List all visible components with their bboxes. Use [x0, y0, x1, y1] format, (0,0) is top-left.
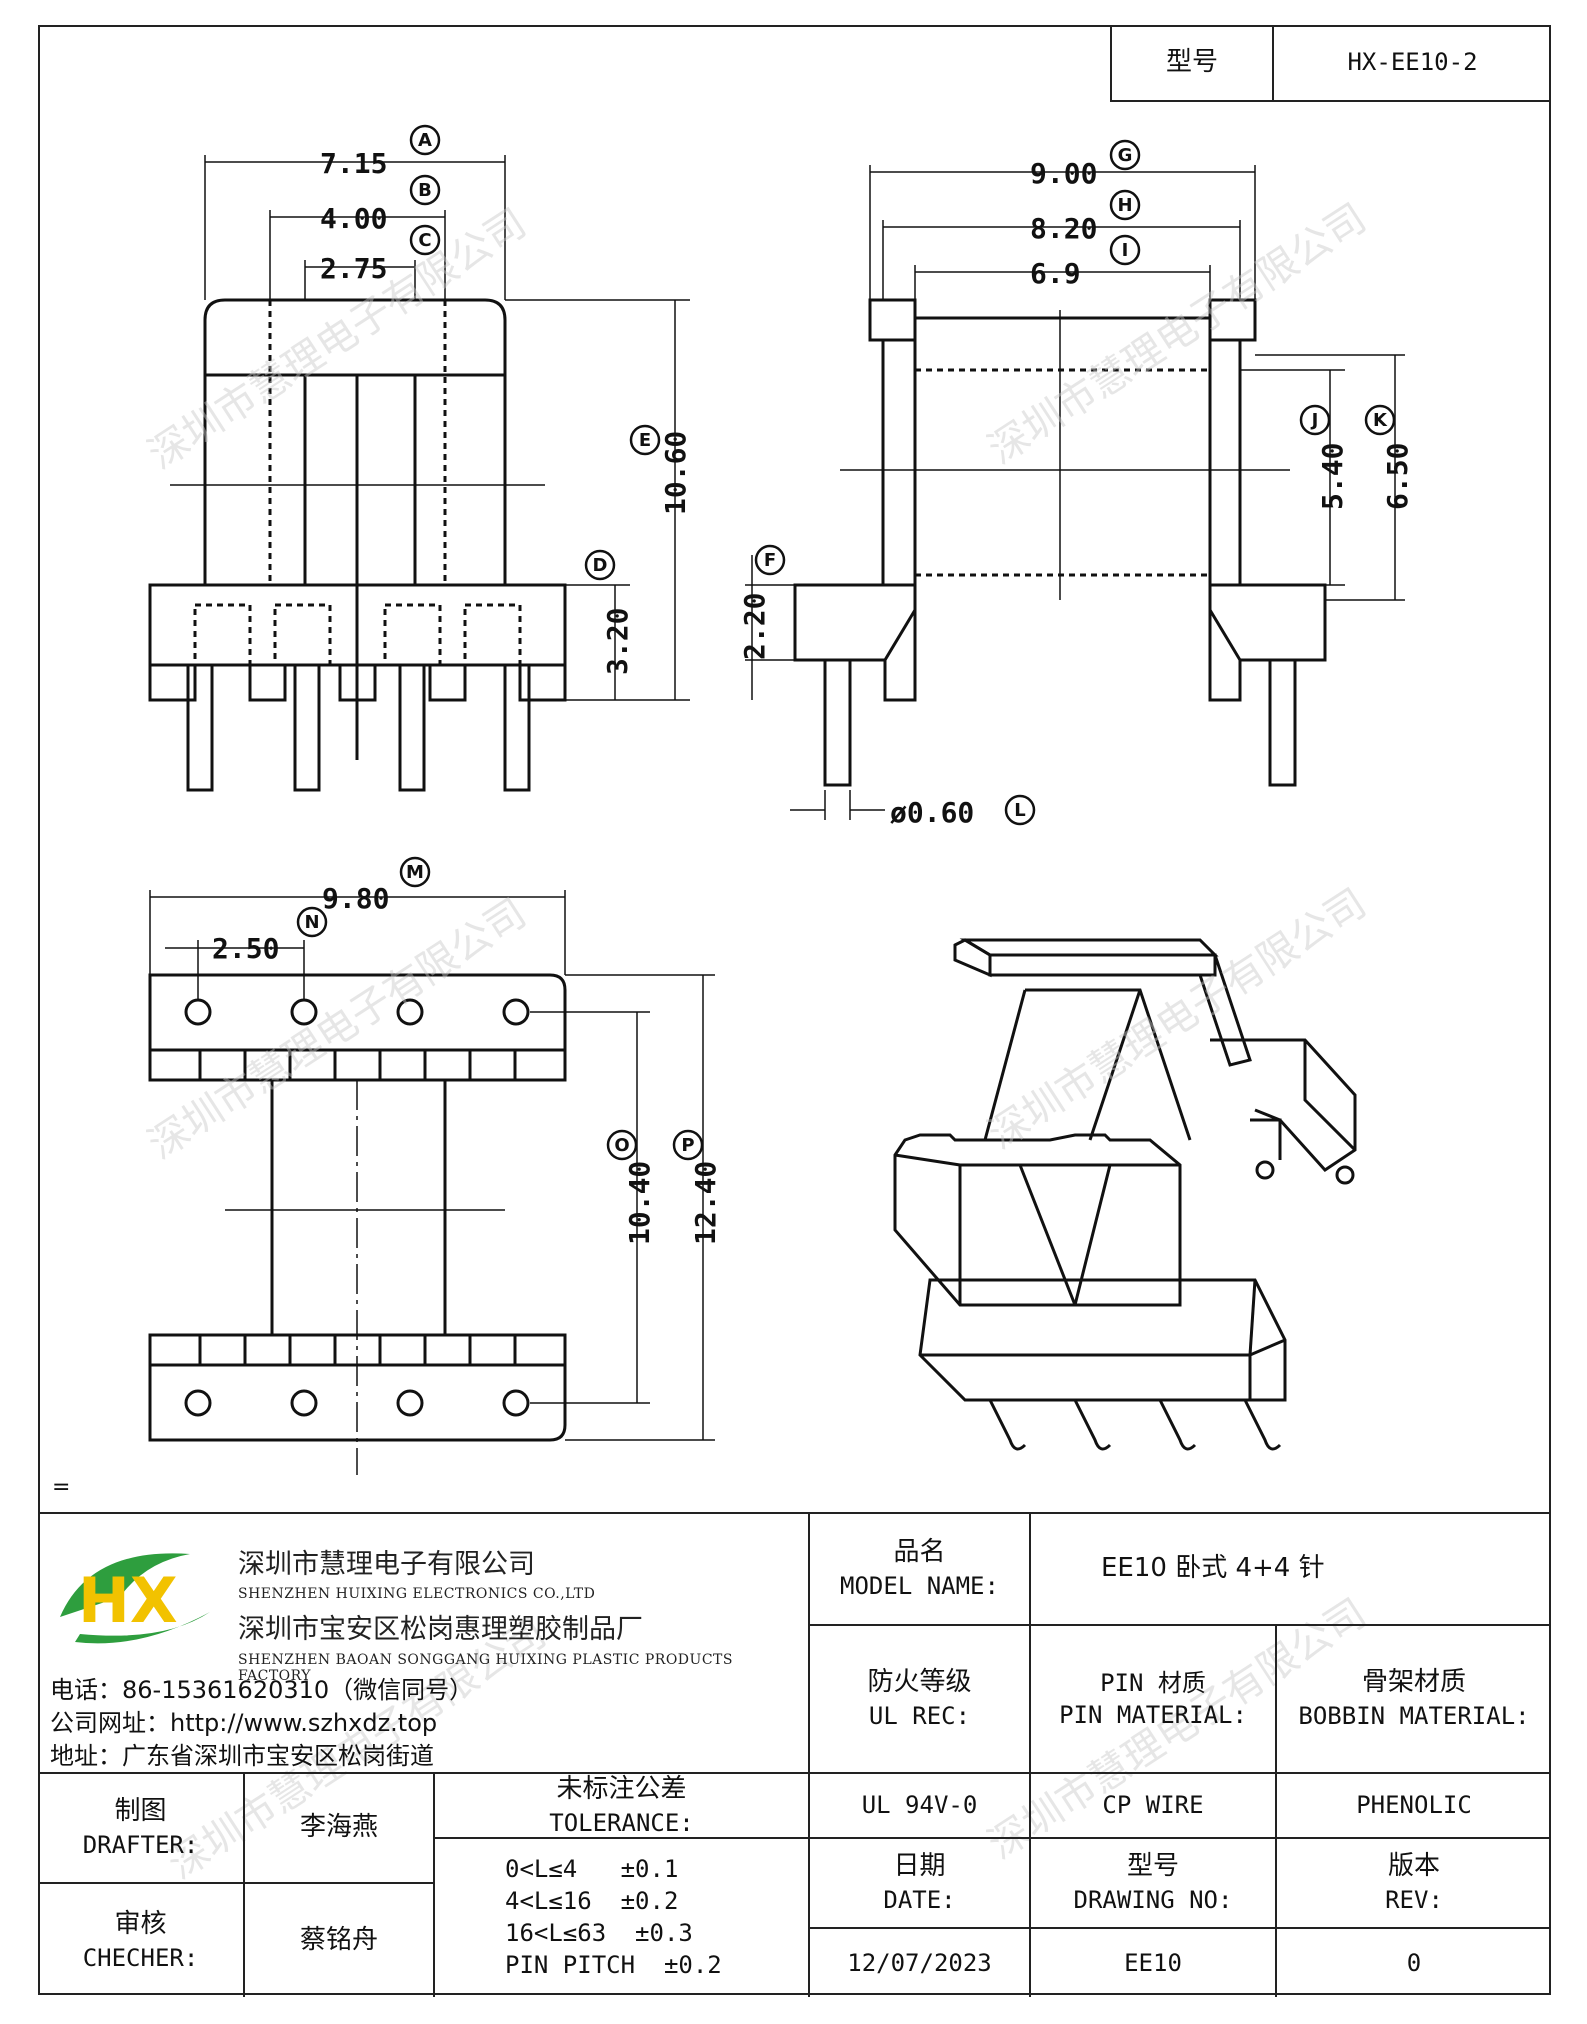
date-value: 12/07/2023 — [847, 1948, 992, 1977]
watermark-1: 深圳市慧理电子有限公司 — [140, 200, 534, 478]
tag-h: H — [1117, 195, 1132, 216]
tag-p: P — [681, 1135, 694, 1156]
separator-mark: = — [52, 1475, 71, 1500]
tag-o: O — [614, 1135, 629, 1156]
date-label-en: DATE: — [883, 1886, 956, 1915]
header-model-value: HX-EE10-2 — [1347, 48, 1478, 77]
drafter-label-cn: 制图 — [114, 1796, 167, 1827]
tolerance-label-en: TOLERANCE: — [549, 1808, 694, 1837]
tag-m: M — [406, 862, 424, 883]
dim-o-value: 10.40 — [623, 1161, 656, 1245]
tag-l: L — [1014, 800, 1025, 821]
drawing-frame — [38, 25, 1551, 1995]
dim-n-value: 2.50 — [212, 932, 279, 965]
logo-letters: HX — [78, 1564, 178, 1637]
tolerance-line-4: PIN PITCH ±0.2 — [505, 1951, 722, 1979]
tag-d: D — [593, 555, 608, 576]
bobbin-material-label-en: BOBBIN MATERIAL: — [1298, 1702, 1530, 1731]
drawing-no-value: EE10 — [1124, 1948, 1182, 1977]
pin-material-value: CP WIRE — [1102, 1791, 1204, 1820]
rev-label-en: REV: — [1385, 1886, 1443, 1915]
logo-swoosh-bottom — [75, 1612, 210, 1644]
tag-i: I — [1122, 240, 1129, 261]
tag-c: C — [418, 230, 431, 251]
tolerance-line-3: 16<L≤63 ±0.3 — [505, 1919, 693, 1947]
pin-material-label-en: PIN MATERIAL: — [1059, 1701, 1247, 1729]
isometric-view — [893, 938, 1357, 1451]
title-block: HX 深圳市慧理电子有限公司 SHENZHEN HUIXING ELECTRON… — [38, 1512, 1551, 1997]
tag-b: B — [418, 180, 432, 201]
ul-value: UL 94V-0 — [861, 1791, 978, 1820]
checker-label-en: CHECHER: — [82, 1943, 199, 1972]
logo-swoosh-top — [60, 1553, 190, 1617]
company-area: HX 深圳市慧理电子有限公司 SHENZHEN HUIXING ELECTRON… — [38, 1514, 808, 1772]
dim-f-value: 2.20 — [738, 593, 771, 660]
drawing-no-label-cn: 型号 — [1126, 1851, 1179, 1882]
tolerance-label-cn: 未标注公差 — [556, 1773, 687, 1804]
company-name-cn-2: 深圳市宝安区松岗惠理塑胶制品厂 — [238, 1614, 643, 1645]
front-view — [148, 155, 690, 792]
tag-j: J — [1310, 410, 1319, 431]
company-website: 公司网址：http://www.szhxdz.top — [50, 1709, 438, 1737]
company-name-cn-1: 深圳市慧理电子有限公司 — [238, 1549, 535, 1580]
bobbin-material-value: PHENOLIC — [1356, 1791, 1472, 1820]
tag-e: E — [639, 430, 651, 451]
checker-label-cn: 审核 — [114, 1908, 167, 1939]
checker-name: 蔡铭舟 — [299, 1924, 378, 1955]
model-name-label-cn: 品名 — [893, 1537, 946, 1568]
tag-f: F — [764, 550, 776, 571]
drawing-no-label-en: DRAWING NO: — [1073, 1886, 1233, 1915]
model-name-value: EE10 卧式 4+4 针 — [1101, 1553, 1325, 1584]
date-label-cn: 日期 — [893, 1851, 946, 1882]
dim-a-value: 7.15 — [320, 147, 387, 180]
dim-k-value: 6.50 — [1381, 443, 1414, 510]
tag-n: N — [304, 912, 319, 933]
company-logo: HX — [60, 1553, 210, 1644]
dim-p-value: 12.40 — [689, 1161, 722, 1245]
company-phone: 电话：86-15361620310（微信同号） — [50, 1676, 474, 1704]
pin-material-label-cn: PIN 材质 — [1100, 1668, 1206, 1697]
company-name-en-1: SHENZHEN HUIXING ELECTRONICS CO.,LTD — [238, 1586, 596, 1602]
ul-label-cn: 防火等级 — [867, 1667, 972, 1698]
dim-m-value: 9.80 — [322, 882, 389, 915]
rev-label-cn: 版本 — [1387, 1851, 1440, 1882]
rev-value: 0 — [1406, 1948, 1422, 1977]
dim-d-value: 3.20 — [601, 608, 634, 675]
bobbin-material-label-cn: 骨架材质 — [1361, 1667, 1466, 1698]
watermark-4: 深圳市慧理电子有限公司 — [980, 880, 1374, 1158]
tag-g: G — [1118, 145, 1133, 166]
company-address: 地址：广东省深圳市宝安区松岗街道 — [50, 1742, 434, 1770]
dim-c-value: 2.75 — [320, 252, 387, 285]
dim-e-value: 10.60 — [659, 431, 692, 515]
drafter-name: 李海燕 — [299, 1812, 378, 1843]
model-name-label-en: MODEL NAME: — [840, 1572, 999, 1601]
ul-label-en: UL REC: — [868, 1702, 971, 1731]
header-model-label: 型号 — [1165, 46, 1218, 77]
drafter-label-en: DRAFTER: — [82, 1831, 199, 1860]
side-view — [745, 165, 1405, 820]
watermark-3: 深圳市慧理电子有限公司 — [140, 890, 534, 1168]
dim-i-value: 6.9 — [1030, 257, 1081, 290]
dim-g-value: 9.00 — [1030, 157, 1097, 190]
dim-h-value: 8.20 — [1030, 212, 1097, 245]
tolerance-line-1: 0<L≤4 ±0.1 — [505, 1855, 679, 1883]
bottom-view — [148, 890, 715, 1475]
technical-drawing: 7.15 4.00 2.75 9.00 8.20 6.9 ø0.60 9.80 … — [148, 124, 1414, 1475]
company-name-en-2: SHENZHEN BAOAN SONGGANG HUIXING PLASTIC … — [238, 1652, 733, 1684]
tolerance-line-2: 4<L≤16 ±0.2 — [505, 1887, 679, 1915]
header-model-box: 型号 HX-EE10-2 — [1110, 25, 1551, 102]
dim-j-value: 5.40 — [1316, 443, 1349, 510]
watermark-2: 深圳市慧理电子有限公司 — [980, 195, 1374, 473]
tolerance-values: 0<L≤4 ±0.1 4<L≤16 ±0.2 16<L≤63 ±0.3 PIN … — [433, 1837, 808, 1997]
dim-b-value: 4.00 — [320, 202, 387, 235]
dim-l-value: ø0.60 — [890, 796, 974, 829]
tag-a: A — [418, 130, 432, 151]
tag-k: K — [1373, 410, 1388, 431]
